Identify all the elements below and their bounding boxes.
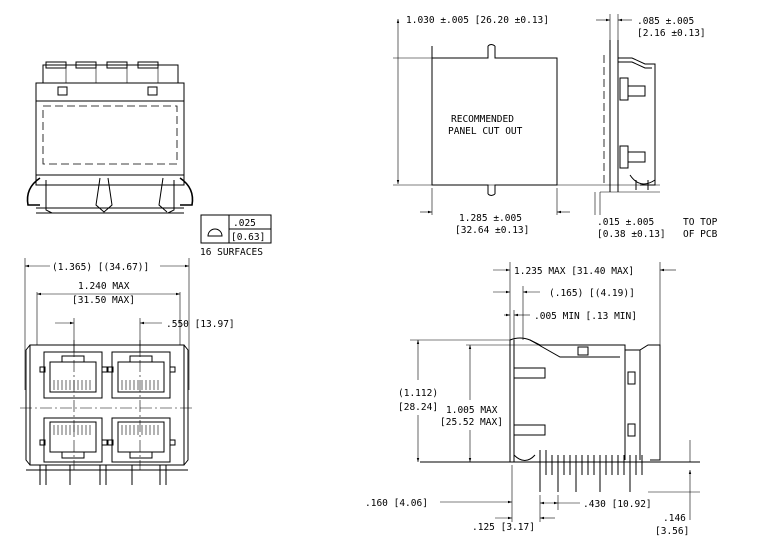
front-view: (1.365) [(34.67)] 1.240 MAX [31.50 MAX] … <box>20 258 235 485</box>
port-pitch: .550 [13.97] <box>166 319 235 330</box>
body-height-mm: [25.52 MAX] <box>440 417 503 428</box>
overall-height-in: (1.112) <box>398 388 438 399</box>
panel-thickness-in: .085 ±.005 <box>637 16 694 27</box>
flatness-value-mm: [0.63] <box>231 232 265 243</box>
flatness-value-in: .025 <box>233 218 256 229</box>
panel-cutout-view: RECOMMENDED PANEL CUT OUT 1.030 ±.005 [2… <box>393 14 718 240</box>
panel-cutout-label-1: RECOMMENDED <box>451 114 514 125</box>
panel-cutout-label-2: PANEL CUT OUT <box>448 126 523 137</box>
pin-offset-a: .160 [4.06] <box>365 498 428 509</box>
side-view: 1.235 MAX [31.40 MAX] (.165) [(4.19)] .0… <box>365 262 700 537</box>
pcb-offset-in: .015 ±.005 <box>597 217 654 228</box>
pin-length-mm: [3.56] <box>655 526 689 537</box>
body-height-in: 1.005 MAX <box>446 405 498 416</box>
side-ref-dim: (.165) [(4.19)] <box>549 288 635 299</box>
overall-height-mm: [28.24] <box>398 402 438 413</box>
side-length-dim: 1.235 MAX [31.40 MAX] <box>514 266 634 277</box>
panel-height-dim: 1.030 ±.005 [26.20 ±0.13] <box>406 15 549 26</box>
pin-offset-b: .125 [3.17] <box>472 522 535 533</box>
side-min-dim: .005 MIN [.13 MIN] <box>534 311 637 322</box>
flatness-note: 16 SURFACES <box>200 247 263 258</box>
panel-width-in: 1.285 ±.005 <box>459 213 522 224</box>
panel-width-mm: [32.64 ±0.13] <box>455 225 529 236</box>
pcb-note-2: OF PCB <box>683 229 718 240</box>
top-view: .025 [0.63] 16 SURFACES <box>26 61 272 258</box>
pcb-offset-mm: [0.38 ±0.13] <box>597 229 666 240</box>
max-width-mm: [31.50 MAX] <box>72 295 135 306</box>
panel-thickness-mm: [2.16 ±0.13] <box>637 28 706 39</box>
max-width-in: 1.240 MAX <box>78 281 130 292</box>
pcb-note-1: TO TOP <box>683 217 718 228</box>
pin-spacing: .430 [10.92] <box>583 499 652 510</box>
pin-length-in: .146 <box>663 513 686 524</box>
overall-width-ref: (1.365) [(34.67)] <box>52 262 149 273</box>
